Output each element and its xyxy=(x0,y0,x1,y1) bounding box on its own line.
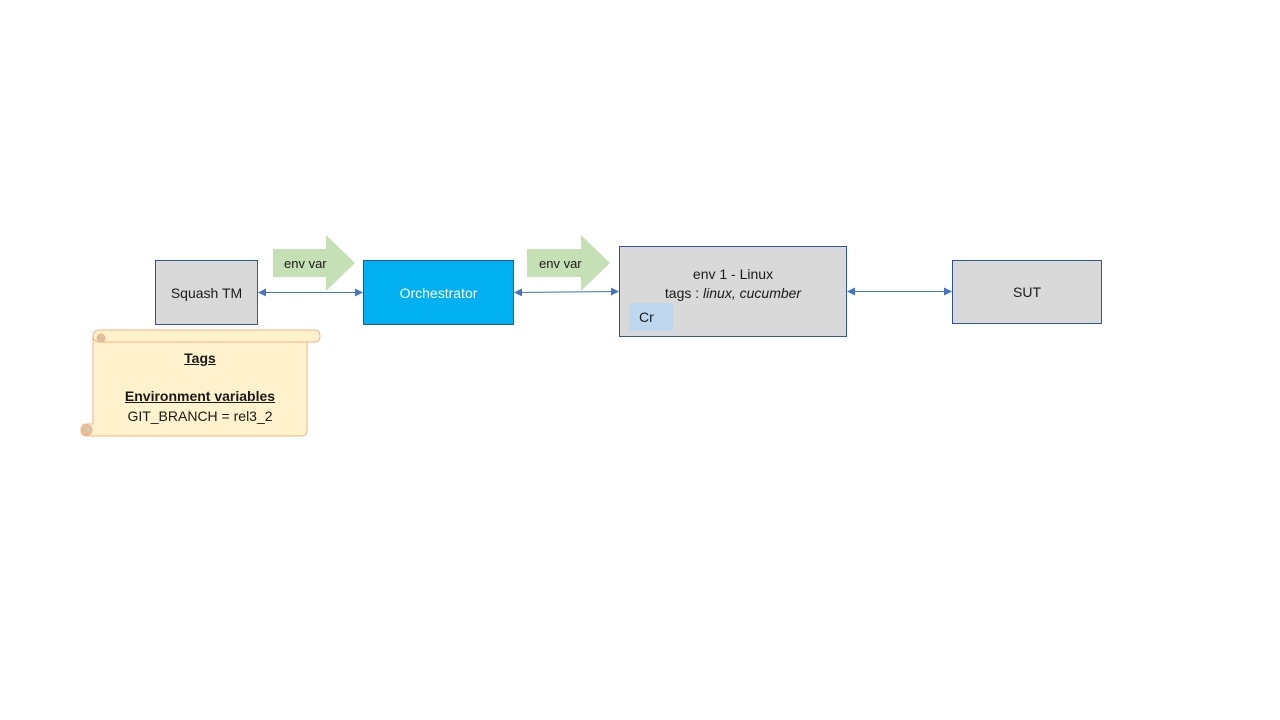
scroll-env-value: GIT_BRANCH = rel3_2 xyxy=(127,408,273,424)
env-tags-prefix: tags : xyxy=(664,285,704,301)
env-var-arrow-1 xyxy=(273,235,355,291)
scroll-env-heading: Environment variables xyxy=(124,388,276,404)
env-title: env 1 - Linux xyxy=(692,266,774,282)
orchestrator-node[interactable]: Orchestrator xyxy=(363,260,514,325)
orchestrator-label: Orchestrator xyxy=(399,284,478,301)
squash-tm-node[interactable]: Squash TM xyxy=(155,260,258,325)
env-tags: tags : linux, cucumber xyxy=(665,284,801,303)
scroll-tags-heading: Tags xyxy=(184,350,216,366)
sut-node[interactable]: SUT xyxy=(952,260,1102,324)
scroll-shape xyxy=(80,329,321,437)
env-tags-values: linux, cucumber xyxy=(703,285,802,301)
connector-orchestrator-env xyxy=(514,287,619,297)
env-var-label-1: env var xyxy=(284,256,327,271)
cr-node[interactable]: Cr xyxy=(629,303,673,331)
env-var-label-2: env var xyxy=(539,256,582,271)
squash-tm-label: Squash TM xyxy=(170,284,243,301)
sut-label: SUT xyxy=(1013,284,1041,300)
env-var-arrow-2 xyxy=(527,235,610,291)
cr-label: Cr xyxy=(639,309,654,325)
